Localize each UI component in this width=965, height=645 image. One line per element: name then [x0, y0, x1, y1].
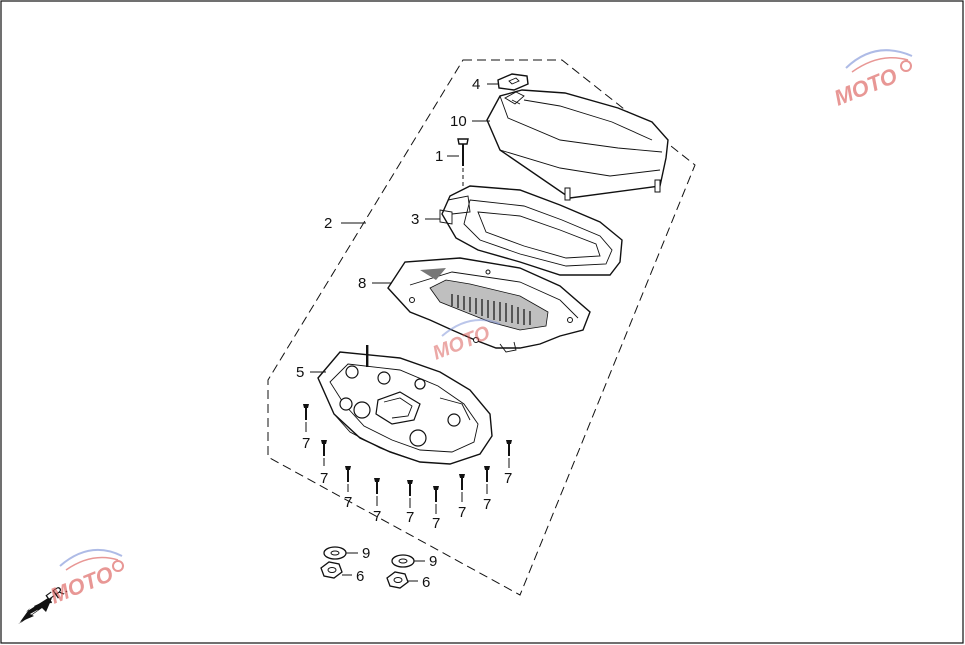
callout-7-i: 7: [504, 470, 512, 487]
callout-4: 4: [472, 76, 480, 93]
callout-2: 2: [324, 215, 332, 232]
callout-6-right: 6: [422, 574, 430, 591]
callout-1: 1: [435, 148, 443, 165]
watermark-logo-top-right: MOTO: [831, 49, 913, 111]
watermark-text: MOTO: [831, 63, 901, 111]
callout-5: 5: [296, 364, 304, 381]
leader-lines: [305, 83, 510, 582]
washer-right: [391, 554, 415, 568]
callout-7-d: 7: [373, 508, 381, 525]
callout-7-h: 7: [483, 496, 491, 513]
screw-7-i: [506, 440, 512, 456]
assembly-outline: [267, 59, 696, 596]
callout-9-left: 9: [362, 545, 370, 562]
callout-6-left: 6: [356, 568, 364, 585]
callout-7-e: 7: [406, 509, 414, 526]
gear-icon: [900, 60, 912, 72]
callout-3: 3: [411, 211, 419, 228]
nut-right: [386, 571, 409, 589]
screw-7-h: [484, 466, 490, 482]
screw-part: [457, 138, 469, 200]
watermark-logo-bottom-left: MOTO: [47, 549, 124, 609]
screw-7-d: [374, 478, 380, 494]
screw-set: [303, 404, 512, 502]
callout-7-c: 7: [344, 494, 352, 511]
screw-7-c: [345, 466, 351, 482]
screw-7-b: [321, 440, 327, 456]
screw-7-e: [407, 480, 413, 496]
washer-left: [323, 546, 347, 560]
watermark-text: MOTO: [47, 561, 117, 609]
lower-case-part: [317, 345, 493, 465]
nut-left: [320, 561, 343, 579]
clip-part: [497, 73, 529, 91]
screw-7-g: [459, 474, 465, 490]
screw-7-a: [303, 404, 309, 420]
callout-7-a: 7: [302, 435, 310, 452]
callout-7-b: 7: [320, 470, 328, 487]
callout-7-f: 7: [432, 515, 440, 532]
callout-10: 10: [450, 113, 467, 130]
gear-icon: [112, 560, 124, 572]
meter-case-part: [439, 185, 623, 276]
meter-cover-part: [486, 89, 669, 201]
callout-9-right: 9: [429, 553, 437, 570]
callout-7-g: 7: [458, 504, 466, 521]
callout-8: 8: [358, 275, 366, 292]
screw-7-f: [433, 486, 439, 502]
circuit-board-part: [387, 257, 591, 353]
